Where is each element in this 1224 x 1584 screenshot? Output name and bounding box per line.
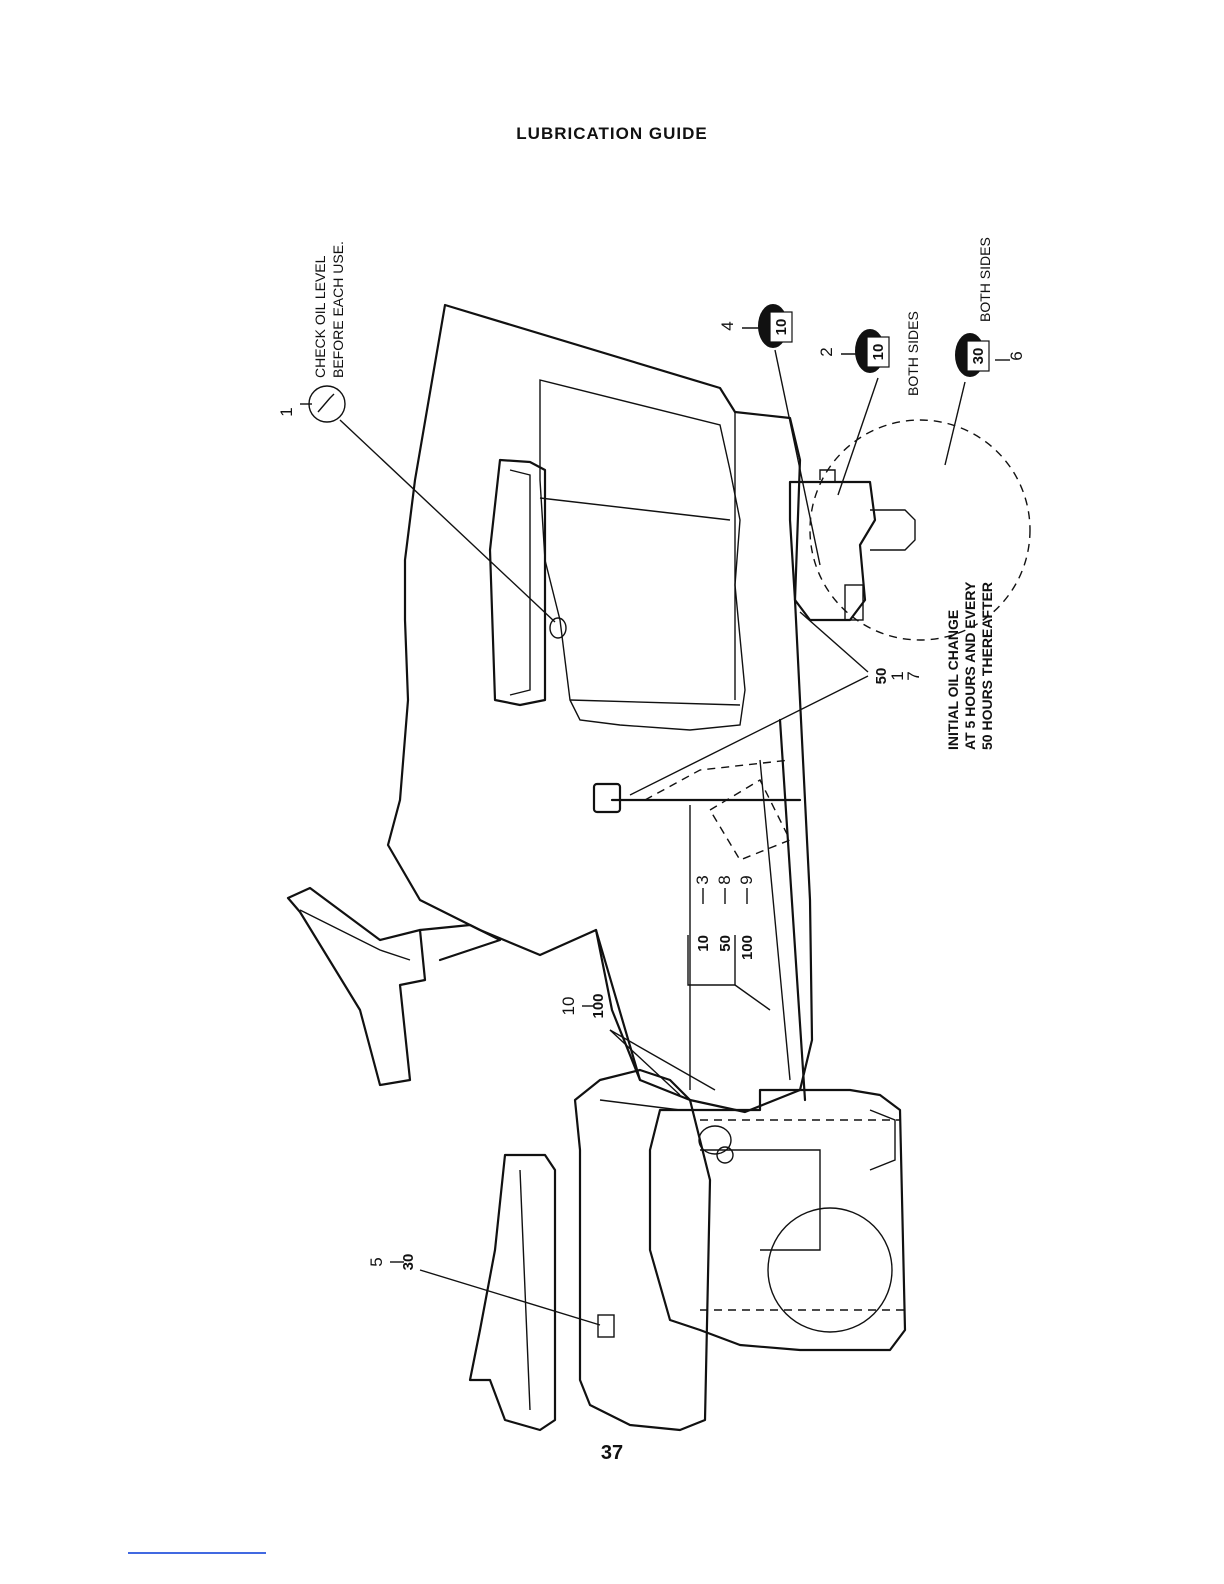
callout-4-number: 4 (718, 321, 737, 330)
transaxle (790, 470, 915, 620)
callout-2-number: 2 (817, 347, 836, 356)
group-code-1: 50 (717, 935, 734, 952)
oil-change-line3: 50 HOURS THEREAFTER (979, 582, 995, 750)
fuel-cap (594, 784, 620, 812)
callout-5-number: 5 (367, 1257, 386, 1266)
callout-6: 30 BOTH SIDES 6 (945, 237, 1026, 465)
rear-fender (470, 1070, 710, 1430)
engine-block (650, 1090, 905, 1350)
group-code-2: 100 (739, 935, 756, 960)
dipstick-glyph (318, 394, 334, 412)
callout-4: 4 10 (718, 304, 820, 565)
callout-7-number-b: 7 (904, 671, 923, 680)
callout-2: 2 10 BOTH SIDES (817, 311, 921, 495)
tractor-body (388, 305, 812, 1112)
seat (490, 460, 566, 705)
oil-change-area (810, 420, 1030, 640)
callout-5: 5 30 (367, 1254, 614, 1337)
callout-4-code: 10 (773, 319, 790, 336)
group-code-0: 10 (695, 935, 712, 952)
callout-6-code: 30 (970, 348, 987, 365)
pivot-fitting (598, 1315, 614, 1337)
callout-2-note: BOTH SIDES (905, 311, 921, 396)
bottom-rule (128, 1552, 266, 1554)
front-bumper (288, 888, 500, 1085)
callout-1-number: 1 (277, 407, 296, 416)
callout-2-code: 10 (870, 344, 887, 361)
group-number-1: 8 (715, 875, 734, 884)
group-number-2: 9 (737, 875, 756, 884)
hidden-part (710, 780, 790, 860)
page-number: 37 (0, 1442, 1224, 1465)
callout-1-note-line2: BEFORE EACH USE. (330, 241, 346, 378)
dipstick-icon (309, 386, 345, 422)
callout-1: 1 CHECK OIL LEVEL BEFORE EACH USE. (277, 241, 555, 622)
callout-5-code: 30 (400, 1254, 417, 1271)
callout-10: 10 100 (559, 993, 715, 1095)
callout-10-code: 100 (590, 993, 607, 1018)
callout-10-number: 10 (559, 997, 578, 1016)
oil-change-line1: INITIAL OIL CHANGE (945, 610, 961, 750)
callout-group-3-8-9: 10 3 50 8 100 9 (688, 875, 770, 1010)
group-number-0: 3 (693, 875, 712, 884)
oil-change-line2: AT 5 HOURS AND EVERY (962, 581, 978, 750)
hidden-line (645, 760, 790, 800)
oil-change-note: INITIAL OIL CHANGE AT 5 HOURS AND EVERY … (945, 581, 995, 750)
callout-1-note-line1: CHECK OIL LEVEL (312, 255, 328, 378)
callout-6-note: BOTH SIDES (977, 237, 993, 322)
